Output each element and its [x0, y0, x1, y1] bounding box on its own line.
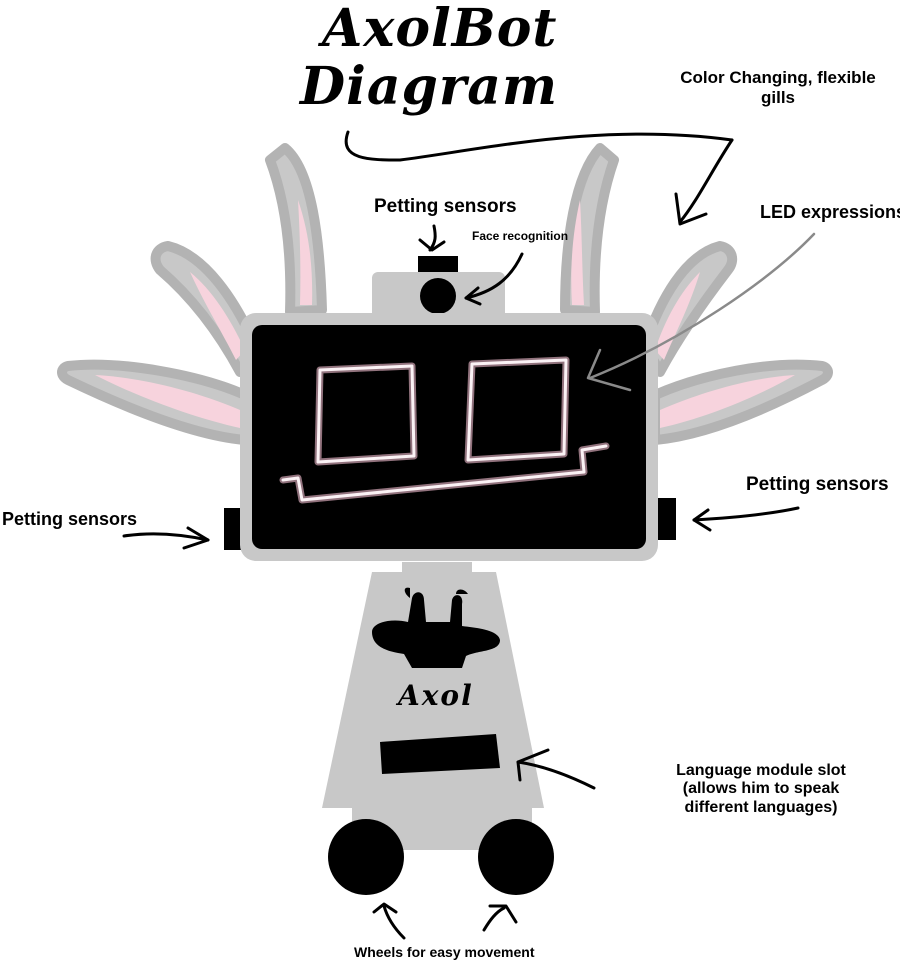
- gill-left-mid-inner: [190, 272, 245, 360]
- language-slot-arrow-head: [516, 748, 550, 782]
- label-gills: Color Changing, flexible gills: [680, 68, 876, 107]
- annotation-arrows: [122, 130, 800, 940]
- led-arrow-line: [588, 232, 816, 380]
- petting-left-arrow: [122, 532, 210, 542]
- axolotl-hands-icon: [372, 587, 500, 668]
- label-petting-right: Petting sensors: [746, 474, 889, 495]
- wheel-left-arrow-head: [372, 902, 398, 914]
- camera-lens: [420, 278, 456, 314]
- petting-sensor-top: [418, 256, 458, 272]
- petting-left-arrow-head: [182, 526, 210, 550]
- label-petting-top: Petting sensors: [374, 196, 517, 217]
- gill-right-bottom: [650, 359, 833, 445]
- led-arrow-head: [586, 348, 632, 392]
- label-led-expressions: LED expressions: [760, 202, 900, 222]
- gill-left-bottom-inner: [95, 375, 240, 428]
- led-eye-left: [316, 364, 416, 464]
- label-petting-left: Petting sensors: [2, 509, 138, 529]
- wheel-right: [478, 819, 554, 895]
- face-recognition-arrow: [464, 252, 524, 300]
- language-module-slot: [380, 734, 500, 774]
- language-slot-arrow: [516, 760, 596, 790]
- gills-arrow-head: [674, 192, 708, 226]
- gill-right-bottom-inner: [660, 375, 795, 428]
- led-face: [279, 356, 610, 504]
- petting-top-arrow: [428, 224, 437, 252]
- label-wheels: Wheels for easy movement: [354, 944, 535, 960]
- petting-right-arrow-head: [692, 508, 712, 532]
- gill-right-top-inner: [571, 200, 584, 305]
- petting-top-arrow-head: [418, 238, 446, 252]
- diagram-title-line2: Diagram: [300, 56, 559, 117]
- label-language-slot: Language module slot (allows him to spea…: [676, 762, 846, 816]
- gill-left-top-inner: [298, 200, 313, 305]
- diagram-title-line1: AxolBot: [322, 0, 558, 59]
- led-mouth: [281, 444, 608, 502]
- wheel-right-arrow: [482, 906, 506, 932]
- gill-right-mid-inner: [655, 272, 700, 360]
- petting-sensor-right: [654, 498, 676, 540]
- body-emblem-text: Axol: [398, 679, 474, 712]
- face-recognition-arrow-head: [464, 286, 482, 306]
- led-arrow: [586, 232, 816, 392]
- led-eye-right: [466, 358, 568, 462]
- petting-right-arrow: [692, 506, 800, 522]
- label-face-recognition: Face recognition: [472, 229, 569, 243]
- gills-arrow: [678, 138, 734, 224]
- led-screen: [252, 325, 646, 549]
- wheel-left: [328, 819, 404, 895]
- gill-left-top: [265, 143, 327, 317]
- left-gills: [57, 143, 327, 445]
- wheel-right-arrow-head: [488, 904, 518, 924]
- gills-pointer-line: [344, 130, 734, 162]
- gill-left-bottom: [57, 359, 250, 445]
- wheel-left-arrow: [382, 904, 406, 940]
